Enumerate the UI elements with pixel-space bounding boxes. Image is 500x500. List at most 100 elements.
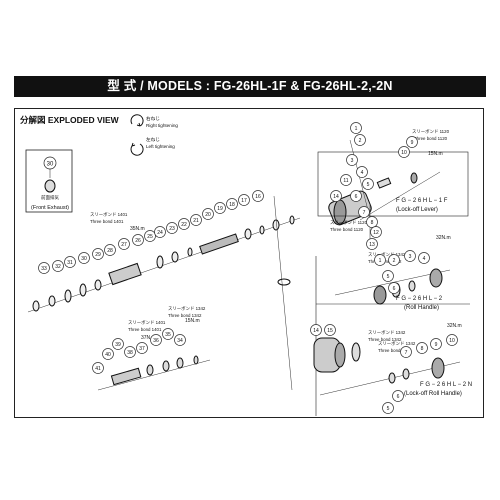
part-number-balloon: 26 bbox=[132, 234, 144, 246]
part-number: 5 bbox=[387, 406, 390, 412]
part-number: 10 bbox=[449, 338, 455, 344]
exploded-view-heading: 分解図 EXPLODED VIEW bbox=[20, 115, 119, 125]
part-number-balloon: 18 bbox=[226, 198, 238, 210]
torque-value: 32N.m bbox=[436, 235, 451, 241]
lever-axis bbox=[349, 139, 371, 219]
part-number: 21 bbox=[193, 218, 199, 224]
part-number: 22 bbox=[181, 222, 187, 228]
part-number-balloon: 30 bbox=[78, 252, 90, 264]
part-number-balloon: 11 bbox=[340, 174, 352, 186]
part-number-balloon: 1 bbox=[350, 122, 362, 134]
part-number-balloon: 21 bbox=[190, 214, 202, 226]
main-assembly-axis bbox=[27, 217, 301, 313]
part-number: 10 bbox=[401, 150, 407, 156]
washer-part bbox=[277, 278, 291, 286]
part-number: 7 bbox=[363, 210, 366, 216]
part-number: 11 bbox=[343, 178, 348, 184]
part-number: 1 bbox=[355, 126, 358, 132]
part-number: 18 bbox=[229, 202, 235, 208]
diagram-frame bbox=[14, 108, 484, 418]
part-number-balloon: 6 bbox=[350, 190, 362, 202]
threebond-note: スリーボンド 1401 bbox=[90, 211, 128, 217]
part-number-balloon: 6 bbox=[388, 282, 400, 294]
threebond-note: Three bond 1342 bbox=[168, 313, 202, 318]
part-number: 3 bbox=[409, 254, 412, 260]
part-number-balloon: 7 bbox=[358, 206, 370, 218]
part-number: 6 bbox=[393, 286, 396, 292]
part-number-balloon: 17 bbox=[238, 194, 250, 206]
left-tightening-en: Left tightening bbox=[146, 144, 175, 149]
part-number-balloon: 22 bbox=[178, 218, 190, 230]
front-exhaust-label-en: (Front Exhaust) bbox=[31, 205, 69, 211]
part-number: 14 bbox=[313, 328, 319, 334]
part-number-balloon: 15 bbox=[324, 324, 336, 336]
counterclockwise-arrow-icon bbox=[130, 142, 144, 156]
part-number: 20 bbox=[205, 212, 211, 218]
right-tightening-en: Right tightening bbox=[146, 123, 178, 128]
part-number-balloon: 25 bbox=[144, 230, 156, 242]
part-number-balloon: 5 bbox=[362, 178, 374, 190]
part-number: 27 bbox=[121, 242, 127, 248]
part-number: 35 bbox=[165, 332, 171, 338]
threebond-note: スリーボンド 1342 bbox=[368, 329, 406, 335]
lever-model-name: F G − 2 6 H L − 1 F bbox=[396, 198, 448, 204]
part-number-balloon: 16 bbox=[252, 190, 264, 202]
part-number-balloon: 40 bbox=[102, 348, 114, 360]
part-number-balloon: 10 bbox=[398, 146, 410, 158]
part-number-balloon: 3 bbox=[404, 250, 416, 262]
part-number: 15 bbox=[327, 328, 333, 334]
front-exhaust-label-jp: 前面排気 bbox=[41, 194, 59, 201]
part-number-balloon: 27 bbox=[118, 238, 130, 250]
part-number: 41 bbox=[95, 366, 101, 372]
part-number-balloon: 1 bbox=[374, 254, 386, 266]
part-number: 40 bbox=[105, 352, 111, 358]
part-number: 12 bbox=[373, 230, 379, 236]
part-number-balloon: 39 bbox=[112, 338, 124, 350]
part-number: 8 bbox=[421, 346, 424, 352]
part-number-balloon: 9 bbox=[430, 338, 442, 350]
left-tightening-jp: 左ねじ bbox=[146, 137, 160, 142]
part-number: 16 bbox=[255, 194, 261, 200]
lockoff-roll-model-sub: (Lock-off Roll Handle) bbox=[404, 391, 462, 397]
part-number-balloon: 38 bbox=[124, 346, 136, 358]
torque-value: 37N.m bbox=[141, 335, 156, 341]
part-number-balloon: 3 bbox=[346, 154, 358, 166]
part-number-balloon: 5 bbox=[382, 270, 394, 282]
part-number: 28 bbox=[107, 248, 113, 254]
part-number: 2 bbox=[359, 138, 362, 144]
lever-group-box bbox=[317, 151, 469, 217]
roll-model-sub: (Roll Handle) bbox=[404, 305, 439, 311]
bottom-axis bbox=[97, 359, 211, 391]
part-number-balloon: 8 bbox=[416, 342, 428, 354]
part-number: 2 bbox=[393, 258, 396, 264]
bottom-group-parts bbox=[110, 355, 199, 386]
part-number: 26 bbox=[135, 238, 141, 244]
part-number-balloon: 34 bbox=[174, 334, 186, 346]
part-number: 8 bbox=[371, 220, 374, 226]
threebond-note: スリーボンド 1401 bbox=[128, 319, 166, 325]
main-assembly-parts bbox=[32, 215, 295, 312]
part-number: 4 bbox=[423, 256, 426, 262]
part-number: 13 bbox=[369, 242, 375, 248]
part-number: 30 bbox=[81, 256, 87, 262]
threebond-note: スリーボンド 1120 bbox=[412, 128, 450, 134]
front-exhaust-inset: 30 前面排気 (Front Exhaust) bbox=[25, 149, 73, 213]
part-number-balloon: 19 bbox=[214, 202, 226, 214]
part-number-balloon: 5 bbox=[382, 402, 394, 414]
part-number: 39 bbox=[115, 342, 121, 348]
part-number: 37 bbox=[139, 346, 145, 352]
torque-value: 15N.m bbox=[428, 151, 443, 157]
part-number-balloon: 14 bbox=[310, 324, 322, 336]
threebond-note: スリーボンド 1120 bbox=[330, 219, 368, 225]
models-title-bar: 型 式 / MODELS : FG-26HL-1F & FG-26HL-2,-2… bbox=[14, 76, 486, 97]
part-number-balloon: 20 bbox=[202, 208, 214, 220]
roll-model-name: F G − 2 6 H L − 2 bbox=[396, 296, 443, 302]
part-number: 36 bbox=[153, 338, 159, 344]
part-number: 38 bbox=[127, 350, 133, 356]
clockwise-arrow-icon bbox=[130, 114, 144, 127]
threebond-note: Three bond 1401 bbox=[128, 327, 162, 332]
threebond-note: スリーボンド 1342 bbox=[378, 340, 416, 346]
part-number-balloon: 4 bbox=[356, 166, 368, 178]
